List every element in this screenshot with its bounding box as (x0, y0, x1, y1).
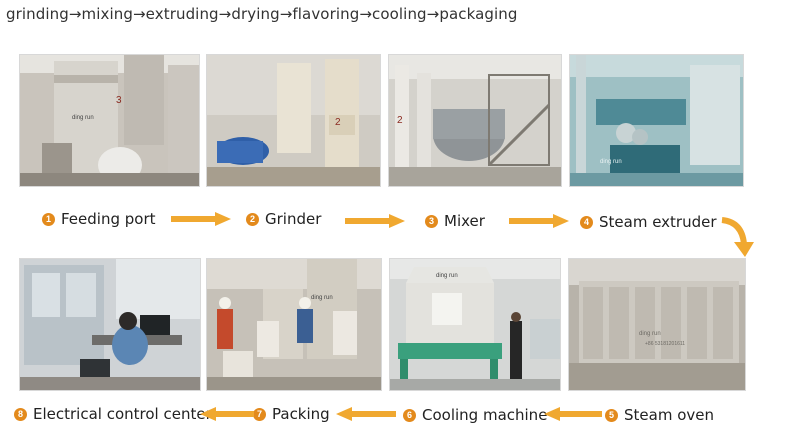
step-feeding-port: 1 Feeding port (42, 210, 156, 228)
step-number-badge: 7 (253, 407, 266, 421)
step-number-badge: 3 (425, 214, 438, 228)
steam-oven-photo: ding run +86 53181201611 (568, 258, 746, 391)
step-label: Steam oven (624, 406, 714, 424)
step-steam-extruder: 4 Steam extruder (580, 213, 717, 231)
step-number-badge: 2 (246, 212, 259, 226)
step-number-badge: 4 (580, 215, 593, 229)
step-number-badge: 5 (605, 408, 618, 422)
electrical-control-center-photo (19, 258, 201, 391)
step-label: Packing (272, 405, 330, 423)
phone-watermark: +86 53181201611 (645, 341, 685, 347)
step-cooling-machine: 6 Cooling machine (403, 406, 547, 424)
brand-watermark: ding run (72, 115, 94, 121)
machine-number-label: 2 (397, 115, 403, 126)
feeding-port-photo: 3 ding run (19, 54, 200, 187)
step-label: Electrical control center (33, 405, 212, 423)
flow-arrow-left-icon (200, 407, 254, 421)
flow-arrow-turn-down-icon (721, 217, 754, 257)
mixer-photo: 2 (388, 54, 562, 187)
step-label: Steam extruder (599, 213, 717, 231)
brand-watermark: ding run (436, 273, 458, 279)
step-grinder: 2 Grinder (246, 210, 321, 228)
step-number-badge: 1 (42, 212, 55, 226)
cooling-machine-photo: ding run (389, 258, 561, 391)
step-steam-oven: 5 Steam oven (605, 406, 714, 424)
process-headline: grinding→mixing→extruding→drying→flavori… (6, 5, 518, 23)
flow-arrow-left-icon (336, 407, 396, 421)
machine-number-label: 3 (116, 95, 122, 106)
step-label: Feeding port (61, 210, 156, 228)
machine-number-label: 2 (335, 117, 341, 128)
flow-arrow-right-icon (345, 214, 405, 228)
step-number-badge: 8 (14, 407, 27, 421)
flow-arrow-left-icon (544, 407, 602, 421)
packing-photo: ding run (206, 258, 382, 391)
step-label: Mixer (444, 212, 485, 230)
step-mixer: 3 Mixer (425, 212, 485, 230)
grinder-photo: 2 (206, 54, 381, 187)
step-electrical-control-center: 8 Electrical control center (14, 405, 212, 423)
step-label: Cooling machine (422, 406, 548, 424)
brand-watermark: ding run (600, 159, 622, 165)
brand-watermark: ding run (311, 295, 333, 301)
flow-arrow-right-icon (509, 214, 569, 228)
step-number-badge: 6 (403, 408, 416, 422)
brand-watermark: ding run (639, 331, 661, 337)
step-label: Grinder (265, 210, 322, 228)
flow-arrow-right-icon (171, 212, 231, 226)
steam-extruder-photo: ding run (569, 54, 744, 187)
step-packing: 7 Packing (253, 405, 330, 423)
